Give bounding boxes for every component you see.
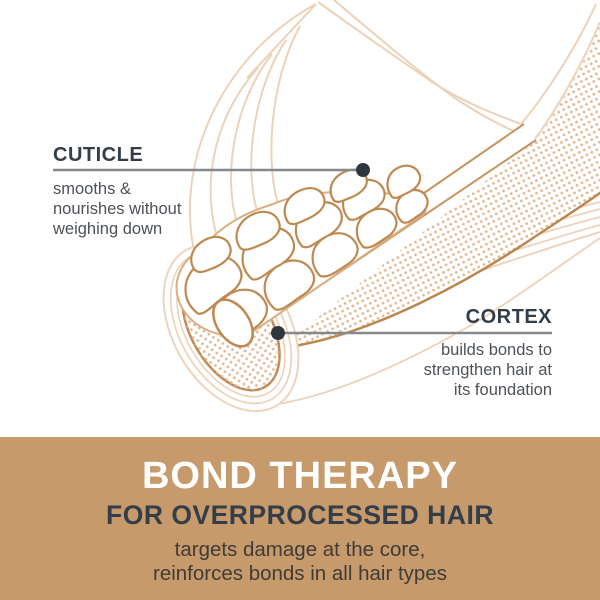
banner-subtitle: FOR OVERPROCESSED HAIR — [106, 500, 494, 530]
banner-tagline: targets damage at the core, reinforces b… — [153, 537, 447, 585]
product-banner: BOND THERAPY FOR OVERPROCESSED HAIR targ… — [0, 437, 600, 600]
cuticle-callout: CUTICLE smooths & nourishes without weig… — [53, 145, 243, 239]
hair-strand-illustration — [53, 0, 600, 413]
cuticle-marker-dot — [356, 163, 370, 177]
cuticle-leader — [53, 163, 370, 177]
cortex-leader — [271, 326, 552, 340]
cuticle-title: CUTICLE — [53, 144, 144, 166]
banner-title: BOND THERAPY — [141, 455, 459, 497]
cuticle-scale-cells — [175, 164, 429, 341]
cortex-description: builds bonds to strengthen hair at its f… — [423, 341, 552, 400]
cortex-callout: CORTEX builds bonds to strengthen hair a… — [332, 307, 552, 400]
cortex-title: CORTEX — [465, 306, 552, 328]
strand-top-edges — [317, 0, 600, 142]
medulla — [212, 298, 254, 348]
cuticle-description: smooths & nourishes without weighing dow… — [53, 180, 182, 239]
cortex-marker-dot — [271, 326, 285, 340]
